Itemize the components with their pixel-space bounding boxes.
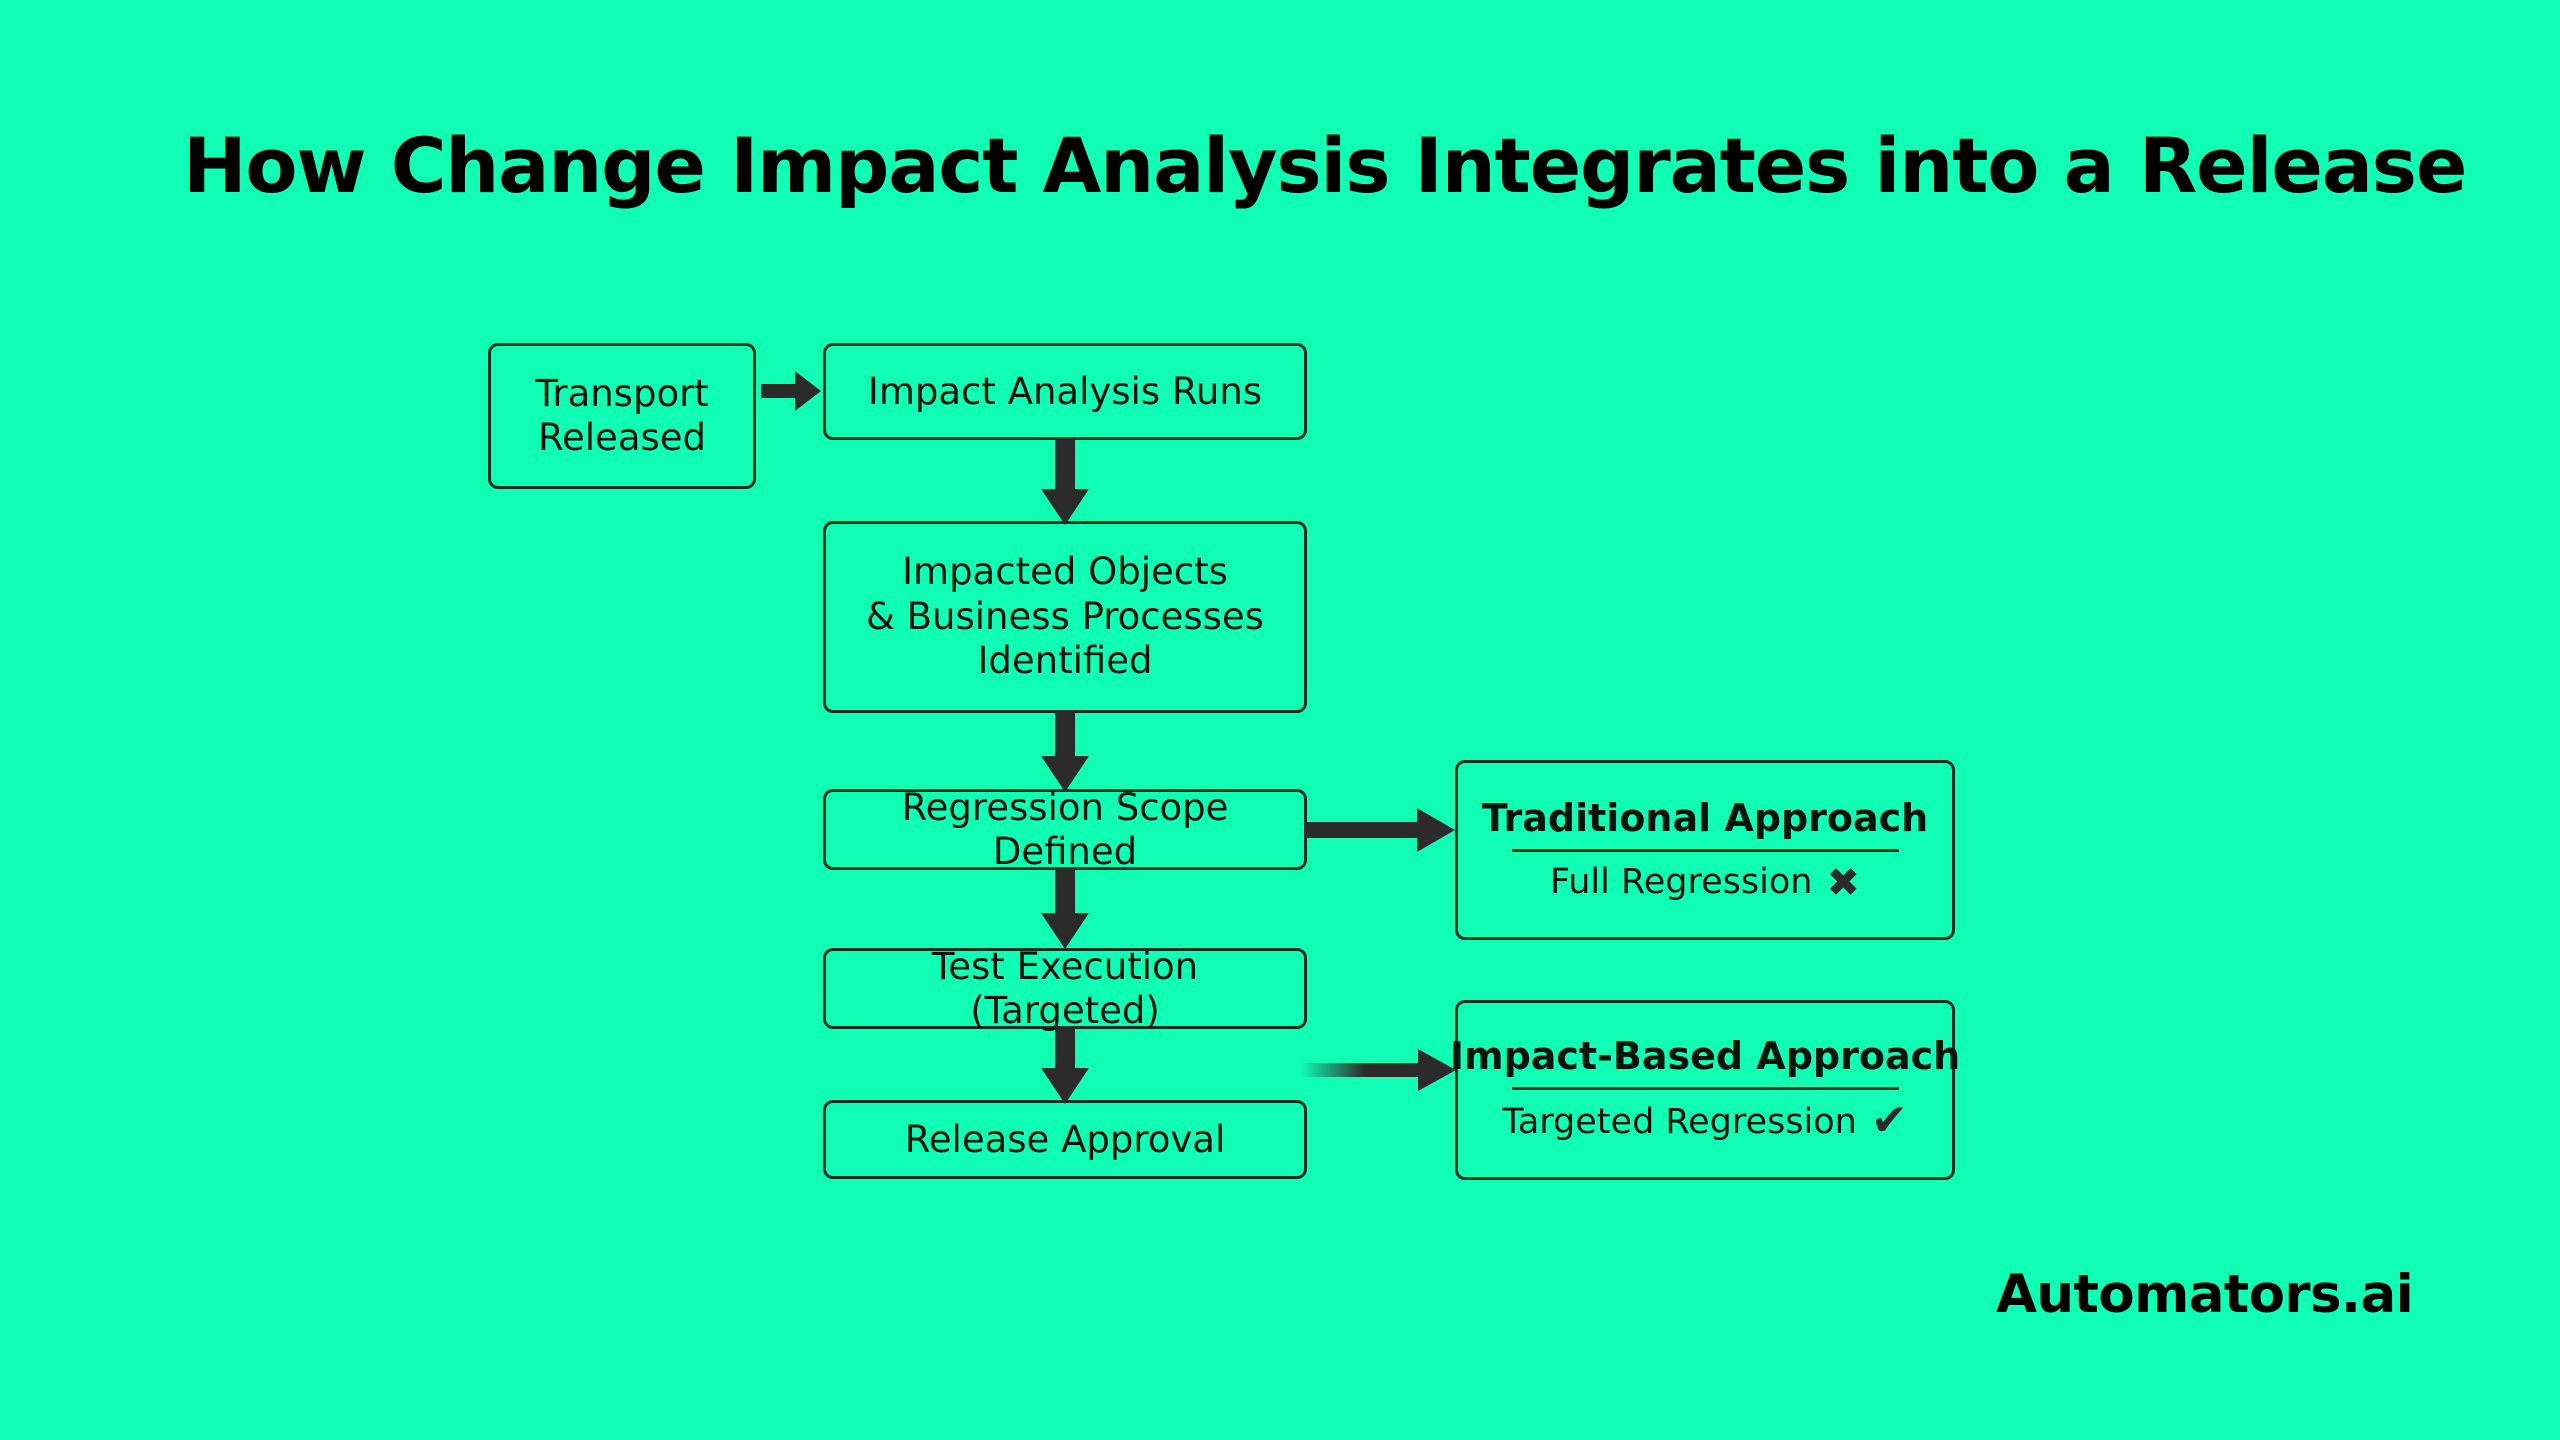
flow-node-label: Test Execution (Targeted) (931, 944, 1199, 1032)
card-subtitle-row: Full Regression ✖ (1550, 859, 1860, 906)
flow-node-label: Release Approval (904, 1117, 1226, 1161)
flow-node-test-execution[interactable]: Test Execution (Targeted) (823, 944, 1307, 1032)
flow-node-transport-released[interactable]: Transport Released (488, 343, 756, 489)
check-icon: ✔ (1870, 1094, 1908, 1146)
flow-node-release-approval[interactable]: Release Approval (823, 1100, 1307, 1179)
card-divider (1511, 1086, 1899, 1090)
card-subtitle: Targeted Regression (1502, 1101, 1857, 1142)
card-subtitle: Full Regression (1550, 861, 1813, 902)
arrow-test-execution-to-impact-based-approach (1300, 1046, 1460, 1094)
cross-icon: ✖ (1826, 859, 1860, 906)
comparison-card-impact-based-approach[interactable]: Impact-Based Approach Targeted Regressio… (1450, 1000, 1960, 1180)
card-title: Traditional Approach (1481, 796, 1929, 841)
arrow-impact-analysis-to-impacted-objects (1039, 437, 1091, 527)
card-divider (1511, 848, 1899, 852)
arrow-impacted-objects-to-regression-scope (1039, 710, 1091, 794)
arrow-test-execution-to-release-approval (1039, 1026, 1091, 1106)
flow-node-label: Regression Scope Defined (901, 785, 1229, 873)
flow-node-regression-scope[interactable]: Regression Scope Defined (823, 785, 1307, 873)
flow-node-impacted-objects[interactable]: Impacted Objects & Business Processes Id… (823, 521, 1307, 713)
brand-wordmark: Automators.ai (1996, 1264, 2414, 1325)
flow-node-label: Impact Analysis Runs (867, 369, 1263, 413)
arrow-regression-scope-to-traditional-approach (1305, 806, 1457, 854)
flow-node-label: Transport Released (535, 371, 709, 459)
flow-node-label: Impacted Objects & Business Processes Id… (866, 550, 1264, 683)
arrow-regression-scope-to-test-execution (1039, 867, 1091, 951)
page-title: How Change Impact Analysis Integrates in… (183, 121, 2467, 210)
card-title: Impact-Based Approach (1449, 1034, 1961, 1079)
comparison-card-traditional-approach[interactable]: Traditional Approach Full Regression ✖ (1455, 760, 1955, 940)
flow-node-impact-analysis-runs[interactable]: Impact Analysis Runs (823, 343, 1307, 440)
arrow-transport-to-impact-analysis (761, 369, 823, 413)
card-subtitle-row: Targeted Regression ✔ (1502, 1094, 1908, 1146)
